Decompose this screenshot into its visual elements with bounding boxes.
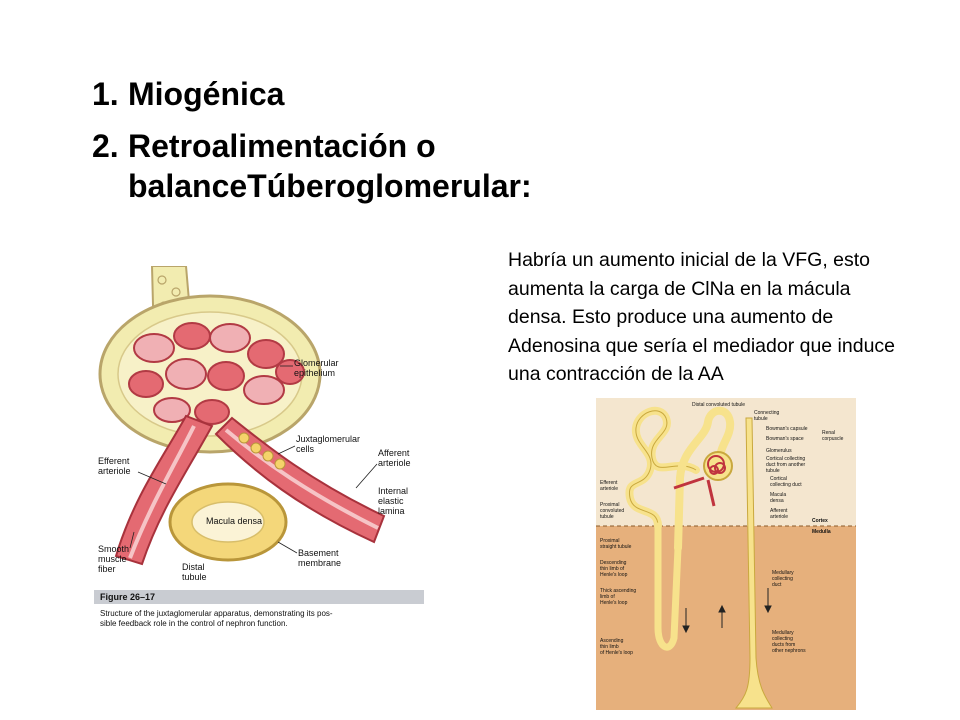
label-afferent-1: Afferent: [378, 448, 410, 458]
label-glomerular-epithelium-1: Glomerular: [294, 358, 339, 368]
label-mcd-1: Medullary: [772, 630, 794, 636]
label-juxtaglomerular-2: cells: [296, 444, 315, 454]
label-afferent-2: arteriole: [378, 458, 411, 468]
label-descending-1: Descending: [600, 560, 627, 566]
leader-line: [277, 541, 298, 554]
label-descending-2: thin limb of: [600, 566, 625, 572]
label-macula-densa: Macula densa: [206, 516, 262, 526]
label-ascending-2: thin limb: [600, 644, 619, 650]
thick-ascending-limb: [674, 406, 735, 552]
label-efferent-1: Efferent: [98, 456, 130, 466]
label-bowmans-capsule: Bowman's capsule: [766, 426, 808, 432]
label-afferent-1: Afferent: [770, 508, 788, 514]
efferent-arteriole: [114, 414, 214, 566]
afferent-vessel: [706, 479, 716, 507]
glomerular-capillaries: [128, 322, 305, 425]
heading-text: Miogénica: [128, 76, 285, 112]
label-internal-3: lamina: [378, 506, 405, 516]
figure-caption-line1: Structure of the juxtaglomerular apparat…: [100, 609, 333, 618]
heading-item-1: 1. Miogénica: [92, 74, 652, 114]
label-juxtaglomerular-1: Juxtaglomerular: [296, 434, 360, 444]
explanation-paragraph: Habría un aumento inicial de la VFG, est…: [508, 249, 896, 385]
label-mcd-4: other nephrons: [772, 648, 806, 654]
label-thick-2: limb of: [600, 594, 615, 600]
label-cortex: Cortex: [812, 518, 828, 524]
label-renal-1: Renal: [822, 430, 835, 436]
label-proximal-conv-2: convoluted: [600, 508, 624, 514]
label-descending-3: Henle's loop: [600, 572, 628, 578]
label-efferent-2: arteriole: [600, 486, 618, 492]
medulla-region: [596, 526, 856, 710]
label-ascending-1: Ascending: [600, 638, 624, 644]
label-cortical-dup-3: tubule: [766, 468, 780, 474]
label-proximal-straight-1: Proximal: [600, 538, 619, 544]
label-distal-convoluted: Distal convoluted tubule: [692, 402, 745, 408]
label-smooth-2: muscle: [98, 554, 127, 564]
label-medulla: Medulla: [812, 529, 831, 535]
label-efferent-1: Efferent: [600, 480, 618, 486]
label-distal-2: tubule: [182, 572, 207, 582]
flow-arrows: [682, 588, 772, 634]
label-medullary-2: collecting: [772, 576, 793, 582]
figure-band: [94, 590, 424, 604]
figure-number: Figure 26–17: [100, 592, 155, 602]
label-glomerular-epithelium-2: epithelium: [294, 368, 335, 378]
label-medullary-3: duct: [772, 582, 782, 588]
collecting-duct: [734, 417, 773, 709]
figure-caption-line2: sible feedback role in the control of ne…: [100, 619, 288, 628]
label-cortical-dup-2: duct from another: [766, 462, 806, 468]
label-ascending-3: of Henle's loop: [600, 650, 633, 656]
heading-text: Retroalimentación o balanceTúberoglomeru…: [128, 128, 532, 204]
label-renal-2: corpuscle: [822, 436, 844, 442]
tubule-outline: [628, 410, 697, 527]
label-connecting-1: Connecting: [754, 410, 780, 416]
leader-line: [277, 445, 296, 455]
label-macula-2: densa: [770, 498, 784, 504]
label-afferent-2: arteriole: [770, 514, 788, 520]
leader-line: [137, 471, 167, 485]
leader-line: [355, 463, 378, 489]
tubule-lumen: [191, 501, 265, 543]
label-basement-2: membrane: [298, 558, 341, 568]
glomerulus: [707, 455, 726, 475]
label-cortical-2: collecting duct: [770, 482, 802, 488]
label-cortical-dup-1: Cortical collecting: [766, 456, 805, 462]
label-mcd-2: collecting: [772, 636, 793, 642]
descending-limb: [654, 522, 682, 651]
label-smooth-3: fiber: [98, 564, 116, 574]
label-smooth-1: Smooth: [98, 544, 129, 554]
juxtaglomerular-figure: Glomerular epithelium Juxtaglomerular ce…: [94, 266, 424, 628]
label-proximal-conv-3: tubule: [600, 514, 614, 520]
heading-item-2: 2. Retroalimentación o balanceTúberoglom…: [92, 126, 652, 206]
label-bowmans-space: Bowman's space: [766, 436, 804, 442]
label-efferent-2: arteriole: [98, 466, 131, 476]
nephron-figure: Distal convoluted tubule Connecting tubu…: [596, 398, 856, 710]
label-cortical-1: Cortical: [770, 476, 787, 482]
efferent-vessel: [673, 476, 705, 490]
heading-number: 1.: [92, 76, 119, 112]
label-macula-1: Macula: [770, 492, 786, 498]
leader-line: [129, 531, 135, 549]
label-proximal-straight-2: straight tubule: [600, 544, 632, 550]
label-thick-1: Thick ascending: [600, 588, 636, 594]
juxtaglomerular-cells: [238, 432, 286, 470]
label-medullary-1: Medullary: [772, 570, 794, 576]
label-basement-1: Basement: [298, 548, 339, 558]
label-internal-1: Internal: [378, 486, 408, 496]
label-mcd-3: ducts from: [772, 642, 795, 648]
efferent-lumen: [128, 425, 196, 559]
label-connecting-2: tubule: [754, 416, 768, 422]
heading-list: 1. Miogénica 2. Retroalimentación o bala…: [92, 74, 652, 218]
heading-number: 2.: [92, 128, 119, 164]
label-distal-1: Distal: [182, 562, 205, 572]
label-glomerulus: Glomerulus: [766, 448, 792, 454]
label-internal-2: elastic: [378, 496, 404, 506]
label-proximal-conv-1: Proximal: [600, 502, 619, 508]
label-thick-3: Henle's loop: [600, 600, 628, 606]
